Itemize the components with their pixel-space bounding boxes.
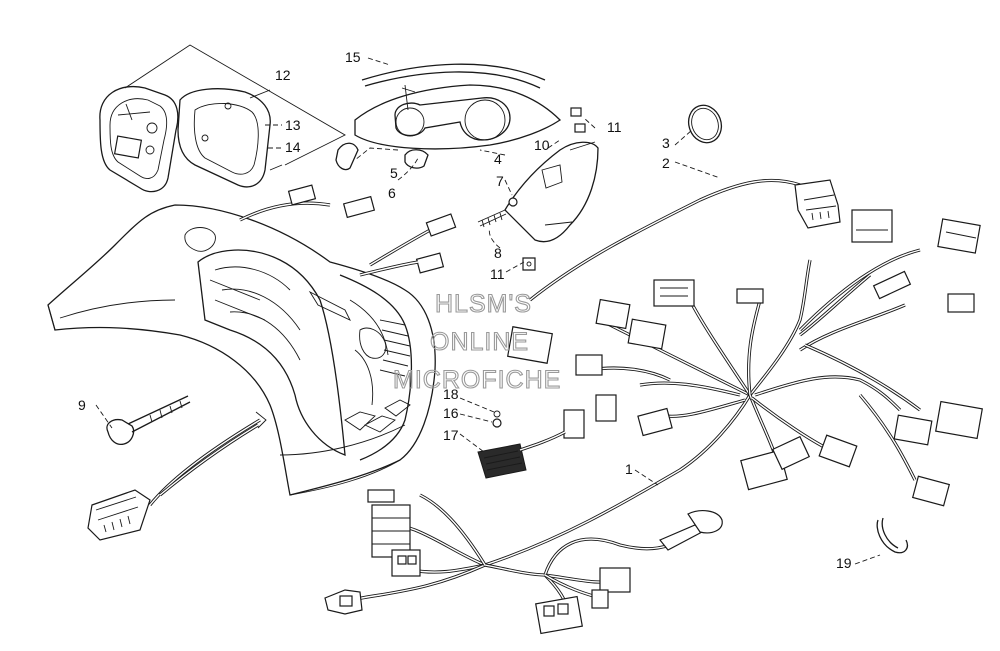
left-harness: [87, 411, 267, 541]
callout-15: 15: [345, 49, 361, 65]
voltage-regulator: [477, 430, 566, 479]
svg-text:ONLINE: ONLINE: [430, 328, 529, 356]
gauge-housing: [177, 88, 271, 188]
clip-11-upper: [570, 107, 586, 133]
callout-6: 6: [388, 185, 396, 201]
callout-3: 3: [662, 135, 670, 151]
washer-18: [493, 410, 501, 418]
headlight-bulb: [335, 142, 359, 171]
trim-strip: [361, 63, 546, 89]
gauge-sub-harness: [239, 184, 457, 277]
lower-connectors: [324, 489, 723, 635]
callout-7: 7: [496, 173, 504, 189]
front-cowl: [47, 204, 436, 496]
callout-19: 19: [836, 555, 852, 571]
clip-11-lower: [522, 257, 536, 271]
watermark: HLSM'S ONLINE MICROFICHE: [392, 289, 561, 394]
callout-12: 12: [275, 67, 291, 83]
leader-lines: [95, 57, 881, 565]
headlight-housing: [354, 84, 562, 150]
callout-13: 13: [285, 117, 301, 133]
callout-11-upper: 11: [607, 119, 622, 135]
nut-16: [492, 418, 502, 428]
callout-11-lower: 11: [490, 266, 505, 282]
callout-2: 2: [662, 155, 670, 171]
screw-7: [508, 197, 518, 207]
ring-clamp-3: [687, 104, 723, 144]
lower-nose-panel: [504, 141, 599, 243]
callout-9: 9: [78, 397, 86, 413]
ring-clamp-19: [876, 517, 909, 554]
harness-connectors: [507, 209, 983, 507]
svg-text:MICROFICHE: MICROFICHE: [393, 366, 561, 394]
bulb-socket: [404, 149, 429, 169]
ignition-bolt: [106, 395, 191, 446]
callout-1: 1: [625, 461, 633, 477]
callout-17: 17: [443, 427, 459, 443]
callout-10: 10: [534, 137, 550, 153]
speedometer-gauge: [99, 86, 179, 193]
callout-16: 16: [443, 405, 459, 421]
callout-labels: 12 13 14 15 5 6 4 10 7 11 8 11 3 2 9 18 …: [78, 49, 852, 571]
callout-5: 5: [390, 165, 398, 181]
grommet-8: [477, 209, 507, 228]
main-harness-2: [529, 178, 841, 302]
svg-text:HLSM'S: HLSM'S: [435, 290, 532, 318]
callout-14: 14: [285, 139, 301, 155]
callout-4: 4: [494, 151, 502, 167]
callout-8: 8: [494, 245, 502, 261]
callout-18: 18: [443, 386, 459, 402]
